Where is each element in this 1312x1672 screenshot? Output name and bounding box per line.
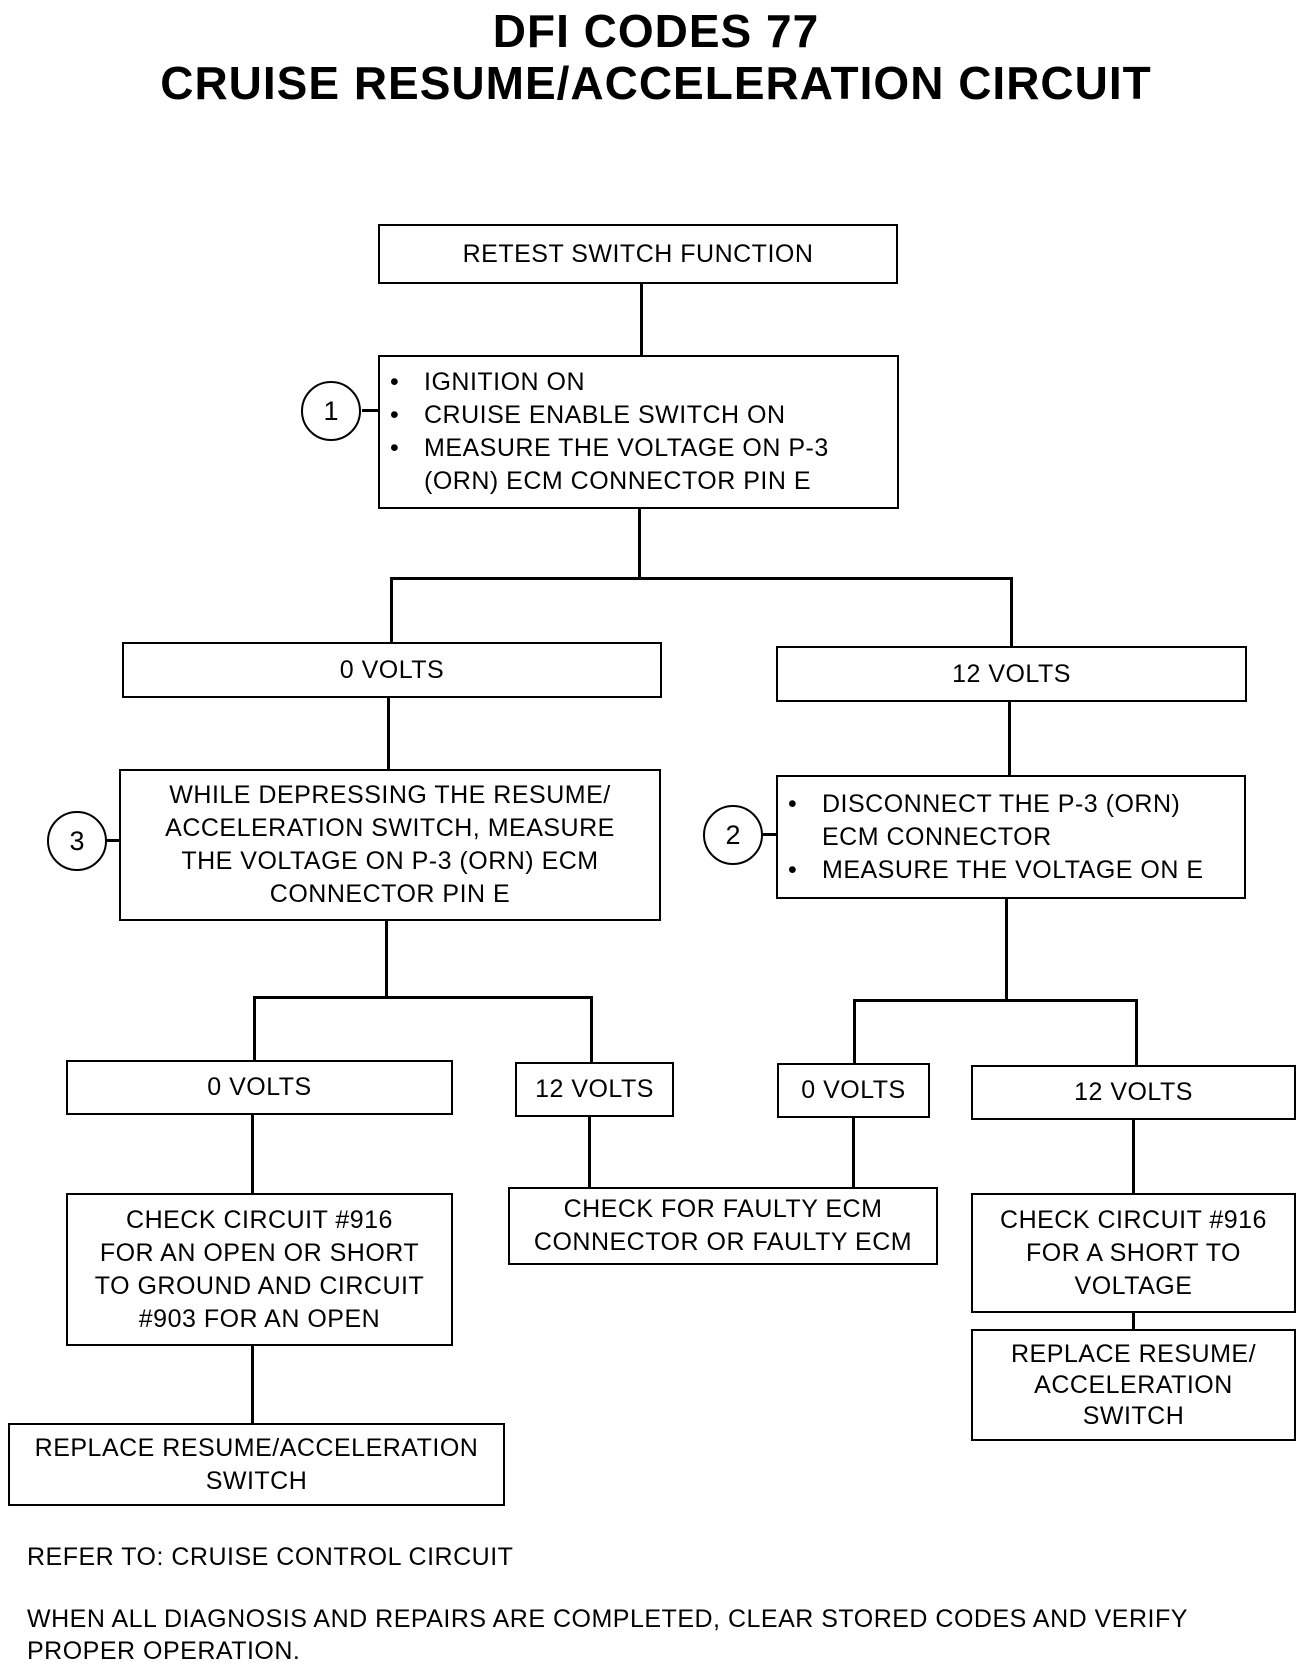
connector-line xyxy=(590,996,593,1064)
zero-volts-label: 0 VOLTS xyxy=(801,1076,906,1104)
twelve-volts-box-b: 12 VOLTS xyxy=(515,1062,674,1117)
step-3-line: WHILE DEPRESSING THE RESUME/ xyxy=(169,781,611,809)
retest-label: RETEST SWITCH FUNCTION xyxy=(462,239,814,268)
check-circuit-916-open-box: CHECK CIRCUIT #916 FOR AN OPEN OR SHORT … xyxy=(66,1193,453,1346)
zero-volts-box-a: 0 VOLTS xyxy=(122,642,662,698)
diagram-title: DFI CODES 77 xyxy=(492,5,820,57)
connector-line xyxy=(390,577,1012,580)
retest-switch-function-box: RETEST SWITCH FUNCTION xyxy=(378,224,898,284)
step-2-item: • MEASURE THE VOLTAGE ON E xyxy=(788,854,1204,887)
check-ecm-line: CONNECTOR OR FAULTY ECM xyxy=(533,1228,913,1256)
connector-line xyxy=(588,1115,591,1189)
connector-line xyxy=(1132,1311,1135,1329)
twelve-volts-label: 12 VOLTS xyxy=(952,659,1071,688)
step-2-disconnect-cont: ECM CONNECTOR xyxy=(822,822,1052,851)
replace-left-line: REPLACE RESUME/ACCELERATION xyxy=(34,1433,479,1462)
connector-line xyxy=(638,508,641,578)
step-3-box: WHILE DEPRESSING THE RESUME/ ACCELERATIO… xyxy=(119,769,661,921)
connector-line xyxy=(107,839,121,842)
check-916-short-line: FOR A SHORT TO xyxy=(1026,1238,1241,1267)
bullet-icon: • xyxy=(390,401,400,429)
check-916-short-line: VOLTAGE xyxy=(1074,1271,1193,1300)
connector-line xyxy=(1005,898,1008,1000)
connector-line xyxy=(853,999,1137,1002)
connector-line xyxy=(853,999,856,1065)
check-916-open-line: TO GROUND AND CIRCUIT xyxy=(94,1271,425,1300)
step-3-line: ACCELERATION SWITCH, MEASURE xyxy=(165,814,615,842)
zero-volts-box-c: 0 VOLTS xyxy=(777,1063,930,1118)
clear-codes-note: WHEN ALL DIAGNOSIS AND REPAIRS ARE COMPL… xyxy=(27,1603,1188,1667)
step-1-box: • IGNITION ON • CRUISE ENABLE SWITCH ON … xyxy=(378,355,899,509)
connector-line xyxy=(385,920,388,997)
bullet-icon: • xyxy=(788,855,798,884)
bullet-icon: • xyxy=(788,789,798,818)
connector-line xyxy=(253,996,592,999)
zero-volts-label: 0 VOLTS xyxy=(339,655,445,684)
connector-line xyxy=(1135,999,1138,1067)
replace-right-line: REPLACE RESUME/ xyxy=(1010,1339,1257,1368)
connector-line xyxy=(387,697,390,773)
clear-codes-line: PROPER OPERATION. xyxy=(27,1637,301,1665)
diagram-subtitle: CRUISE RESUME/ACCELERATION CIRCUIT xyxy=(160,57,1152,109)
twelve-volts-label: 12 VOLTS xyxy=(535,1075,654,1103)
step-3-circle: 3 xyxy=(47,811,107,871)
step-1-item: • CRUISE ENABLE SWITCH ON xyxy=(390,399,786,432)
step-1-ignition: IGNITION ON xyxy=(424,368,586,396)
connector-line xyxy=(253,996,256,1062)
connector-line xyxy=(763,833,777,836)
replace-switch-box-right: REPLACE RESUME/ ACCELERATION SWITCH xyxy=(971,1329,1296,1441)
check-916-short-line: CHECK CIRCUIT #916 xyxy=(1000,1205,1267,1234)
step-1-measure-cont: (ORN) ECM CONNECTOR PIN E xyxy=(424,467,812,495)
zero-volts-label: 0 VOLTS xyxy=(207,1073,312,1101)
step-1-cruise-enable: CRUISE ENABLE SWITCH ON xyxy=(424,401,786,429)
connector-line xyxy=(1132,1118,1135,1195)
check-faulty-ecm-box: CHECK FOR FAULTY ECM CONNECTOR OR FAULTY… xyxy=(508,1187,938,1265)
replace-switch-box-left: REPLACE RESUME/ACCELERATION SWITCH xyxy=(8,1423,505,1506)
replace-right-line: ACCELERATION xyxy=(1034,1370,1233,1399)
replace-left-line: SWITCH xyxy=(205,1466,308,1495)
step-1-circle: 1 xyxy=(301,381,361,441)
connector-line xyxy=(1010,577,1013,647)
clear-codes-line: WHEN ALL DIAGNOSIS AND REPAIRS ARE COMPL… xyxy=(27,1605,1188,1633)
step-2-disconnect: DISCONNECT THE P-3 (ORN) xyxy=(822,789,1181,818)
check-916-open-line: FOR AN OPEN OR SHORT xyxy=(99,1238,420,1267)
step-2-item: • DISCONNECT THE P-3 (ORN) xyxy=(788,788,1180,821)
twelve-volts-box-a: 12 VOLTS xyxy=(776,646,1247,702)
bullet-icon: • xyxy=(390,368,400,396)
bullet-icon: • xyxy=(390,434,400,462)
refer-to-note: REFER TO: CRUISE CONTROL CIRCUIT xyxy=(27,1543,514,1571)
connector-line xyxy=(640,283,643,355)
replace-right-line: SWITCH xyxy=(1082,1401,1185,1430)
step-3-line: THE VOLTAGE ON P-3 (ORN) ECM xyxy=(181,847,599,875)
twelve-volts-box-c: 12 VOLTS xyxy=(971,1065,1296,1120)
connector-line xyxy=(1008,701,1011,777)
check-circuit-916-short-box: CHECK CIRCUIT #916 FOR A SHORT TO VOLTAG… xyxy=(971,1193,1296,1313)
check-916-open-line: CHECK CIRCUIT #916 xyxy=(126,1205,393,1234)
connector-line xyxy=(390,577,393,643)
step-2-circle: 2 xyxy=(703,805,763,865)
zero-volts-box-b: 0 VOLTS xyxy=(66,1060,453,1115)
connector-line xyxy=(251,1113,254,1195)
connector-line xyxy=(852,1116,855,1189)
twelve-volts-label: 12 VOLTS xyxy=(1074,1078,1193,1106)
step-1-item: • IGNITION ON xyxy=(390,366,585,399)
step-1-item: • MEASURE THE VOLTAGE ON P-3 xyxy=(390,432,829,465)
step-2-measure: MEASURE THE VOLTAGE ON E xyxy=(822,855,1204,884)
step-2-box: • DISCONNECT THE P-3 (ORN) ECM CONNECTOR… xyxy=(776,775,1246,899)
step-1-measure: MEASURE THE VOLTAGE ON P-3 xyxy=(424,434,829,462)
check-ecm-line: CHECK FOR FAULTY ECM xyxy=(563,1195,883,1223)
connector-line xyxy=(362,409,380,412)
connector-line xyxy=(251,1345,254,1425)
step-3-line: CONNECTOR PIN E xyxy=(269,880,511,908)
check-916-open-line: #903 FOR AN OPEN xyxy=(138,1304,381,1333)
